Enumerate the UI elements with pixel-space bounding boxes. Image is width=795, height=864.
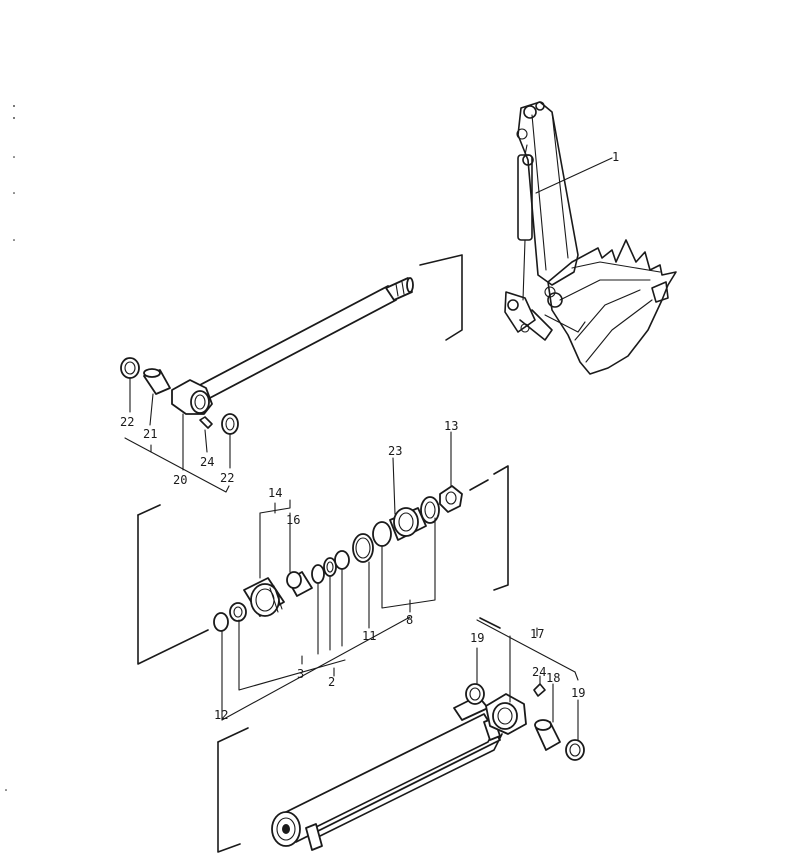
callout-2-assembly: 2	[328, 675, 335, 689]
callout-labels: 1 22 21 24 20 22 23 13 14 16 11 8 3 2 12…	[120, 150, 619, 722]
leader-lines-lower	[476, 619, 579, 741]
callout-23-piston: 23	[388, 444, 402, 458]
leader-lines-upper	[124, 377, 231, 493]
callout-22-seal: 22	[120, 415, 134, 429]
callout-16-bushing: 16	[286, 513, 300, 527]
callout-17-tube: 17	[530, 627, 544, 641]
callout-11-ring: 11	[362, 629, 376, 643]
leader-lines-middle	[221, 431, 452, 721]
piston-rod-assembly	[120, 254, 463, 435]
excavator-arm-illustration	[504, 101, 677, 375]
callout-1: 1	[612, 150, 619, 164]
callout-18-bushing: 18	[546, 671, 560, 685]
callout-19-seal-right: 19	[571, 686, 585, 700]
callout-24-fitting-lower: 24	[532, 665, 546, 679]
callout-12-o-ring: 12	[214, 708, 228, 722]
callout-24-fitting: 24	[200, 455, 214, 469]
piston-gland-assembly	[137, 465, 509, 665]
callout-19-seal: 19	[470, 631, 484, 645]
leader-line-1	[535, 157, 613, 194]
callout-22-seal-right: 22	[220, 471, 234, 485]
callout-21-bushing: 21	[143, 427, 157, 441]
margin-marks	[5, 105, 15, 791]
callout-14-gland: 14	[268, 486, 282, 500]
callout-20-rod: 20	[173, 473, 187, 487]
callout-3-rings: 3	[297, 667, 304, 681]
callout-8-seal-kit: 8	[406, 613, 413, 627]
callout-13-nut: 13	[444, 419, 458, 433]
cylinder-tube-assembly	[217, 617, 585, 853]
